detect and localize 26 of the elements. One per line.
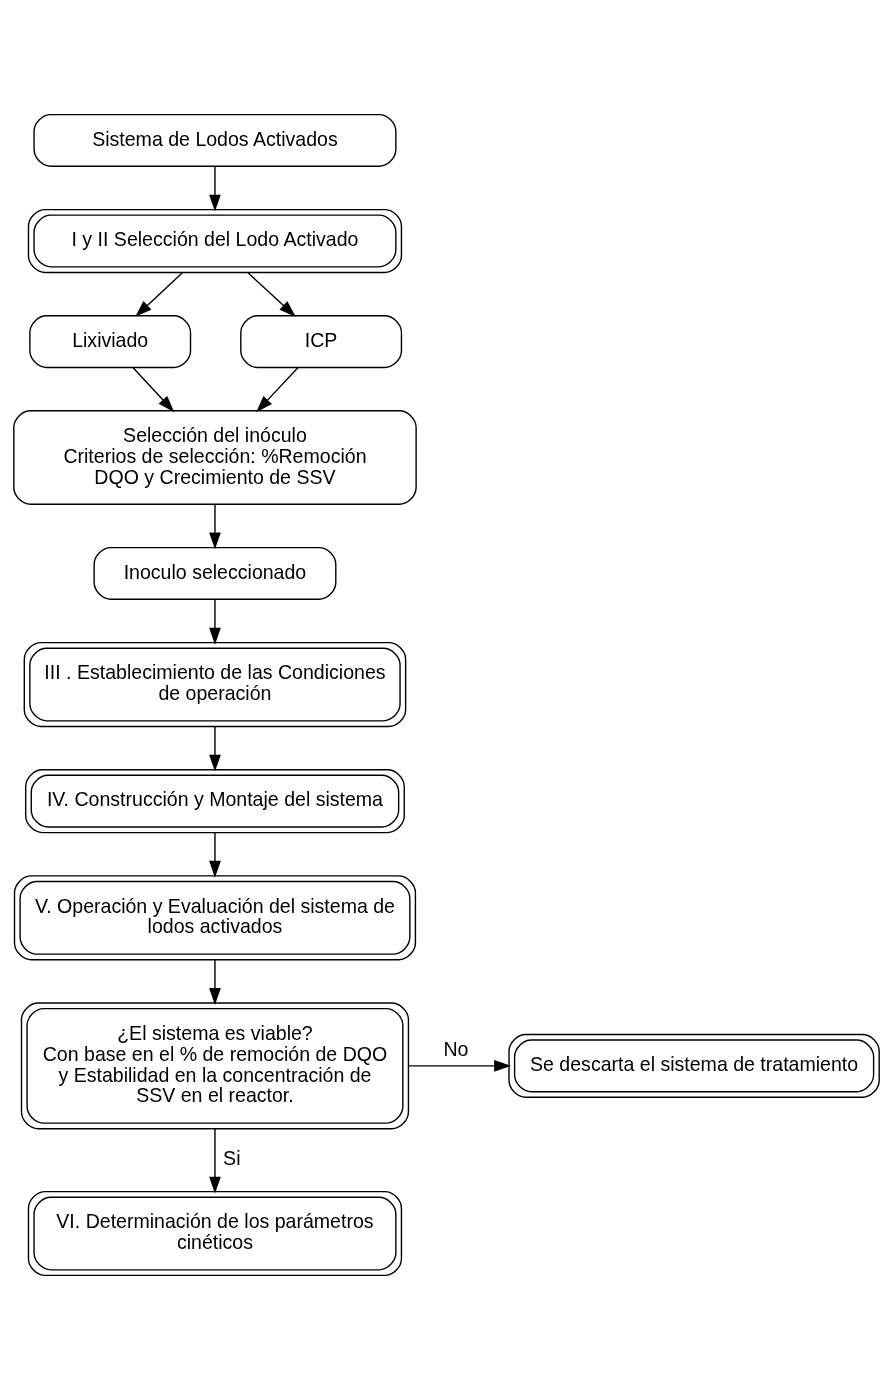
node-box: III . Establecimiento de las Condiciones de operación [23, 641, 407, 727]
arrow [209, 725, 221, 772]
node-box: Sistema de Lodos Activados [33, 113, 397, 167]
edge-label: Si [223, 1146, 241, 1169]
arrow [209, 598, 221, 645]
arrow [407, 1059, 511, 1072]
node-box: I y II Selección del Lodo Activado [27, 208, 403, 273]
node-box: VI. Determinación de los parámetros cinéticos [27, 1190, 403, 1276]
arrow [135, 271, 184, 317]
node-box: Inoculo seleccionado [93, 546, 337, 600]
node-box: IV. Construcción y Montaje del sistema [25, 768, 405, 833]
arrow [209, 831, 221, 878]
arrow [132, 366, 175, 412]
node-box: Se descarta el sistema de tratamiento [508, 1033, 880, 1098]
node-box: ICP [240, 314, 403, 368]
arrow [209, 165, 221, 211]
arrow [209, 1127, 221, 1194]
node-box: V. Operación y Evaluación del sistema de lodos activados [13, 874, 417, 960]
arrow [209, 958, 221, 1005]
arrow [247, 271, 296, 317]
node-box: Selección del inóculo Criterios de selección: %Remoción DQO y Crecimiento de SSV [13, 409, 417, 505]
arrow [256, 366, 299, 412]
node-box: Lixiviado [29, 314, 192, 368]
arrow [209, 503, 221, 549]
edge-label: No [443, 1037, 469, 1060]
node-box: ¿El sistema es viable? Con base en el % de remoción de DQO y Estabilidad en la concentración de SSV en el reactor. [20, 1001, 410, 1129]
